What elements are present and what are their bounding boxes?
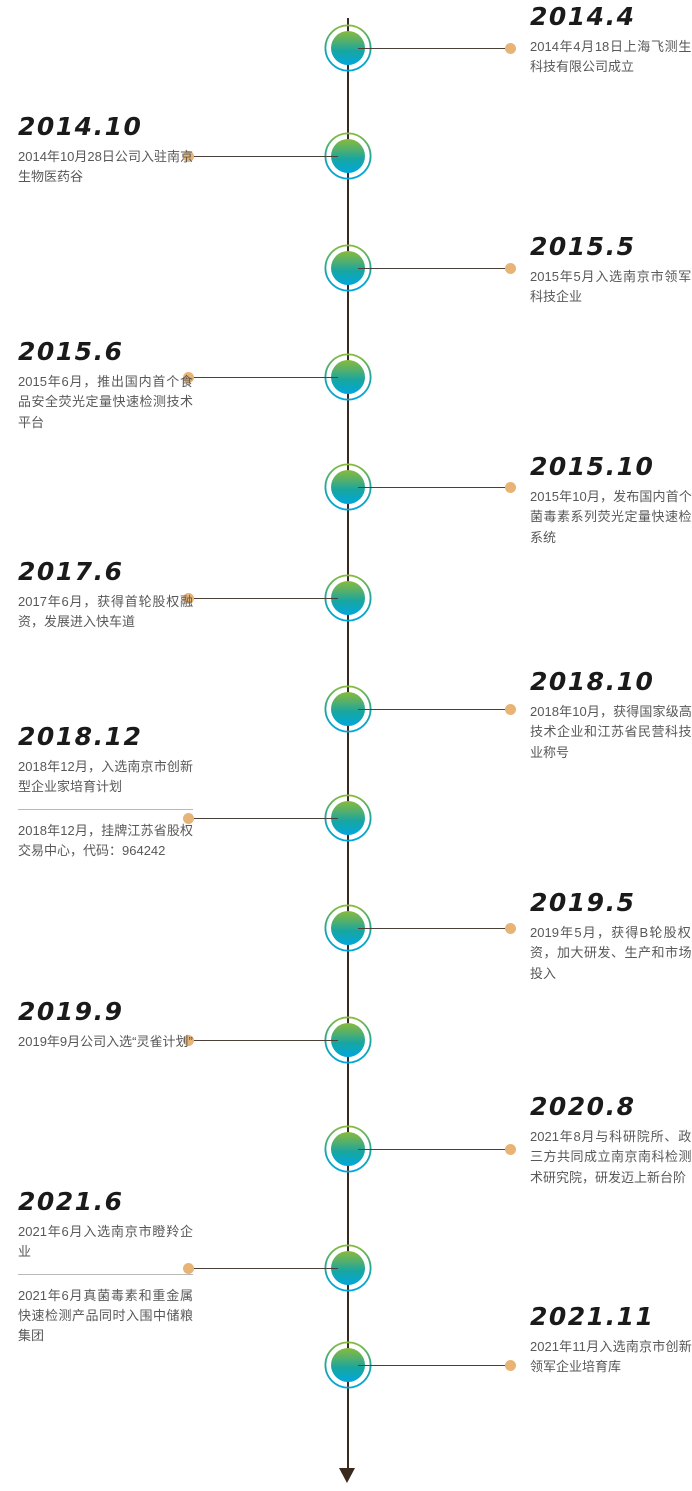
- entry-description: 2015年10月，发布国内首个真菌毒素系列荧光定量快速检测系统: [530, 489, 692, 545]
- connector-dot: [505, 1360, 516, 1371]
- connector-dot: [183, 813, 194, 824]
- entry-description: 2021年11月入选南京市创新型领军企业培育库: [530, 1339, 692, 1375]
- timeline-entry: 2014.4 2014年4月18日上海飞测生物科技有限公司成立: [530, 2, 692, 78]
- connector-line: [190, 818, 338, 820]
- entry-description: 2017年6月，获得首轮股权融资，发展进入快车道: [18, 594, 193, 630]
- timeline-entry: 2019.9 2019年9月公司入选“灵雀计划”: [18, 997, 193, 1052]
- connector-dot: [505, 482, 516, 493]
- entry-description: 2014年10月28日公司入驻南京生物医药谷: [18, 149, 193, 185]
- entry-description: 2015年6月，推出国内首个食品安全荧光定量快速检测技术平台: [18, 374, 193, 430]
- entry-year-label: 2019.5: [530, 888, 636, 917]
- timeline-entry: 2014.10 2014年10月28日公司入驻南京生物医药谷: [18, 112, 193, 188]
- connector-dot: [183, 1263, 194, 1274]
- connector-line: [358, 1149, 509, 1151]
- entry-year-label: 2017.6: [18, 557, 124, 586]
- timeline-connector-right: [358, 923, 516, 934]
- entry-year-label: 2018.10: [530, 667, 655, 696]
- connector-line: [358, 928, 509, 930]
- connector-line: [358, 487, 509, 489]
- timeline-connector-right: [358, 482, 516, 493]
- entry-year-label: 2015.5: [530, 232, 636, 261]
- connector-line: [190, 598, 338, 600]
- connector-line: [190, 1268, 338, 1270]
- connector-line: [358, 709, 509, 711]
- connector-line: [190, 377, 338, 379]
- timeline-entry: 2021.11 2021年11月入选南京市创新型领军企业培育库: [530, 1302, 692, 1378]
- entry-description: 2014年4月18日上海飞测生物科技有限公司成立: [530, 39, 692, 75]
- entry-description: 2018年10月，获得国家级高新技术企业和江苏省民营科技企业称号: [530, 704, 692, 760]
- timeline-connector-left: [183, 1035, 338, 1046]
- entry-description: 2019年5月，获得B轮股权融资，加大研发、生产和市场的投入: [530, 925, 692, 981]
- entry-year-label: 2018.12: [18, 722, 143, 751]
- connector-line: [358, 48, 509, 50]
- timeline-connector-left: [183, 593, 338, 604]
- timeline-connector-left: [183, 151, 338, 162]
- timeline-entry: 2020.8 2021年8月与科研院所、政府三方共同成立南京南科检测技术研究院，研…: [530, 1092, 692, 1188]
- connector-dot: [505, 704, 516, 715]
- connector-line: [358, 268, 509, 270]
- connector-dot: [505, 923, 516, 934]
- entry-year-label: 2019.9: [18, 997, 124, 1026]
- entry-year-label: 2015.6: [18, 337, 124, 366]
- timeline-connector-right: [358, 1360, 516, 1371]
- connector-line: [190, 156, 338, 158]
- timeline-arrow-icon: [339, 1468, 355, 1483]
- timeline-spine: [347, 18, 349, 1473]
- timeline-connector-left: [183, 813, 338, 824]
- entry-year-label: 2014.10: [18, 112, 143, 141]
- timeline-entry: 2015.5 2015年5月入选南京市领军型科技企业: [530, 232, 692, 308]
- entry-description: 2018年12月，挂牌江苏省股权交易中心，代码：964242: [18, 822, 193, 858]
- entry-year-label: 2021.11: [530, 1302, 655, 1331]
- entry-description: 2021年6月真菌毒素和重金属快速检测产品同时入围中储粮集团: [18, 1287, 193, 1343]
- timeline-entry: 2017.6 2017年6月，获得首轮股权融资，发展进入快车道: [18, 557, 193, 633]
- connector-line: [358, 1365, 509, 1367]
- timeline-entry: 2019.5 2019年5月，获得B轮股权融资，加大研发、生产和市场的投入: [530, 888, 692, 984]
- timeline-connector-right: [358, 43, 516, 54]
- connector-dot: [505, 263, 516, 274]
- timeline-connector-right: [358, 704, 516, 715]
- timeline-connector-left: [183, 372, 338, 383]
- timeline-connector-left: [183, 1263, 338, 1274]
- timeline-entry: 2015.6 2015年6月，推出国内首个食品安全荧光定量快速检测技术平台: [18, 337, 193, 433]
- entry-description: 2018年12月，入选南京市创新型企业家培育计划: [18, 759, 193, 795]
- connector-dot: [183, 593, 194, 604]
- connector-line: [190, 1040, 338, 1042]
- timeline-entry: 2018.12 2018年12月，入选南京市创新型企业家培育计划 2018年12月，…: [18, 722, 193, 861]
- entry-description: 2015年5月入选南京市领军型科技企业: [530, 269, 692, 305]
- entry-year-label: 2014.4: [530, 2, 636, 31]
- connector-dot: [183, 1035, 194, 1046]
- entry-description: 2021年6月入选南京市瞪羚企业: [18, 1224, 193, 1260]
- connector-dot: [183, 151, 194, 162]
- entry-year-label: 2021.6: [18, 1187, 124, 1216]
- timeline-connector-right: [358, 263, 516, 274]
- entry-description: 2021年8月与科研院所、政府三方共同成立南京南科检测技术研究院，研发迈上新台阶: [530, 1129, 692, 1185]
- timeline-connector-right: [358, 1144, 516, 1155]
- timeline-entry: 2018.10 2018年10月，获得国家级高新技术企业和江苏省民营科技企业称号: [530, 667, 692, 763]
- connector-dot: [505, 43, 516, 54]
- entry-divider: [18, 1273, 193, 1275]
- entry-year-label: 2015.10: [530, 452, 655, 481]
- entry-year-label: 2020.8: [530, 1092, 636, 1121]
- timeline-entry: 2015.10 2015年10月，发布国内首个真菌毒素系列荧光定量快速检测系统: [530, 452, 692, 548]
- connector-dot: [183, 372, 194, 383]
- connector-dot: [505, 1144, 516, 1155]
- entry-divider: [18, 808, 193, 810]
- timeline-node-marker: [324, 574, 372, 622]
- timeline-entry: 2021.6 2021年6月入选南京市瞪羚企业 2021年6月真菌毒素和重金属快速检…: [18, 1187, 193, 1346]
- entry-description: 2019年9月公司入选“灵雀计划”: [18, 1034, 193, 1050]
